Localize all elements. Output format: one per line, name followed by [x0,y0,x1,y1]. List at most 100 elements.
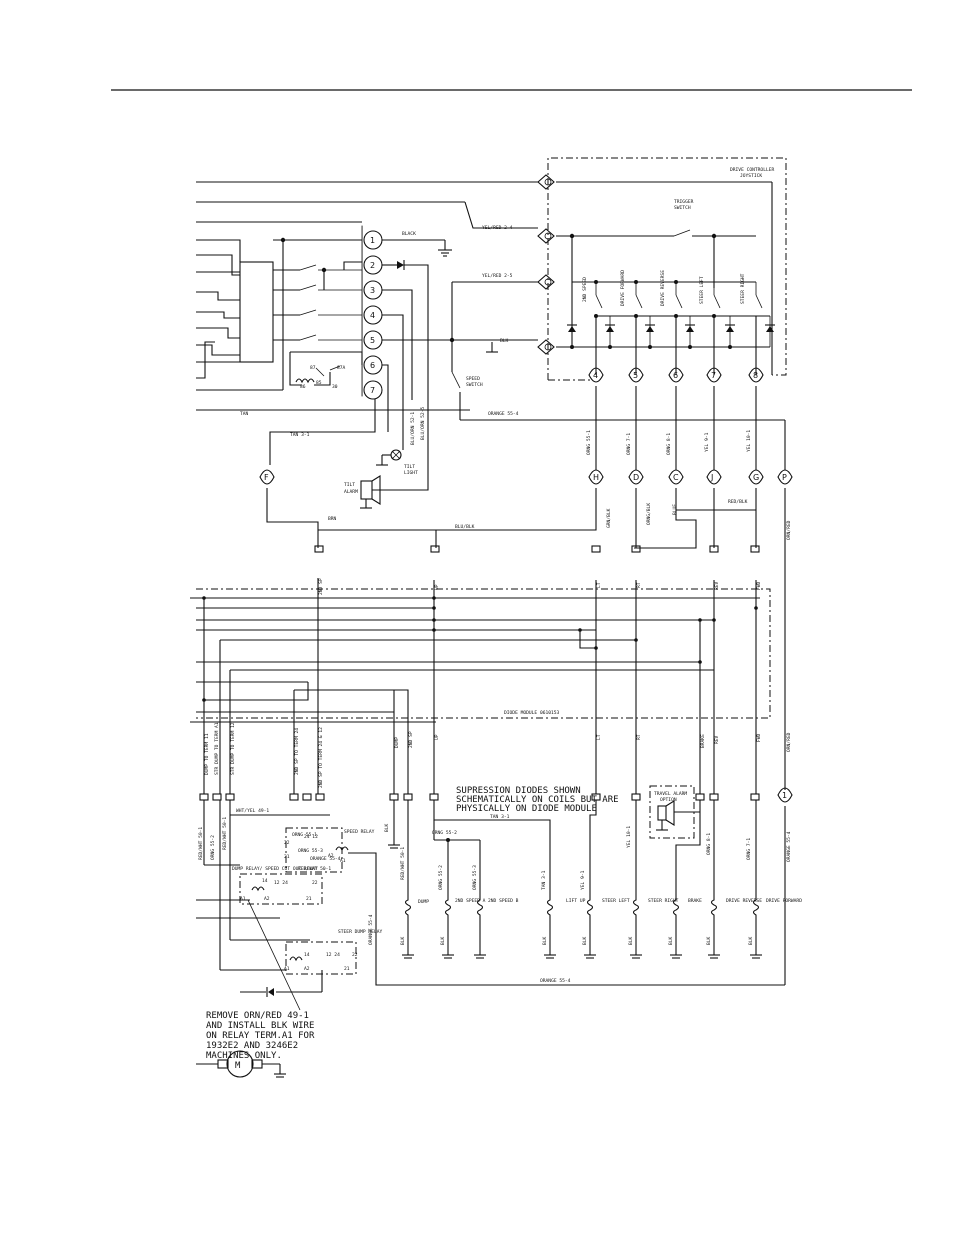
svg-text:7: 7 [711,371,716,380]
svg-text:BLUE: BLUE [672,504,678,515]
svg-text:LT: LT [596,734,602,740]
svg-text:3: 3 [370,286,375,295]
tilt-control-box: 87 87A 85 86 30 [239,237,363,390]
svg-text:WHT/YEL 49-1: WHT/YEL 49-1 [236,808,269,814]
svg-text:YEL/RED 2-5: YEL/RED 2-5 [482,273,513,279]
plug-8 [537,174,555,190]
svg-text:A2: A2 [264,896,270,902]
coil-2nd-speed-a: 2ND SPEED A [444,895,486,930]
connector-G: G [748,469,764,485]
svg-text:JOYSTICK: JOYSTICK [740,173,762,179]
svg-text:BLK: BLK [400,936,406,945]
svg-text:ORNG 55-1: ORNG 55-1 [292,832,317,838]
svg-text:FWD: FWD [756,581,762,590]
svg-text:TAN 3-1: TAN 3-1 [490,814,510,820]
svg-text:21: 21 [306,896,312,902]
svg-text:RED/WHT 50-1: RED/WHT 50-1 [400,847,406,880]
tilt-light: TILT LIGHT [376,440,418,476]
travel-alarm-option: TRAVEL ALARM OPTION [649,785,700,839]
terminal-5: 5 [363,330,383,350]
module-drops [203,728,757,794]
svg-text:A1: A1 [240,896,246,902]
svg-text:5: 5 [633,371,638,380]
svg-text:PHYSICALLY ON DIODE MODULE: PHYSICALLY ON DIODE MODULE [456,804,597,814]
svg-text:D: D [633,473,639,482]
svg-text:SPEED RELAY: SPEED RELAY [344,829,375,835]
connector-F: F [259,469,275,485]
svg-text:GRN/BLK: GRN/BLK [606,508,612,528]
svg-text:DRIVE CONTROLLER: DRIVE CONTROLLER [730,167,774,173]
joystick-pin-7: 7 [706,367,722,383]
svg-text:2ND SP: 2ND SP [408,731,414,748]
svg-text:YEL 10-1: YEL 10-1 [626,826,632,848]
joystick-pin-4: 4 [588,367,604,383]
diode-module: DIODE MODULE 0610153 2ND SP UP LT RT REV… [190,578,792,788]
svg-text:ORANGE 55-4: ORANGE 55-4 [540,978,571,984]
svg-text:22: 22 [284,840,290,846]
svg-text:2ND SP TO TERM 24 & 12: 2ND SP TO TERM 24 & 12 [318,727,324,788]
relay-area: WHT/YEL 49-1 RED/WHT 50-1 ORNG 55-2 RED/… [196,800,785,997]
svg-text:BLK: BLK [384,823,390,832]
connector-P: P [777,469,793,485]
svg-text:BRAKE: BRAKE [688,898,702,904]
svg-text:DRIVE FORWARD: DRIVE FORWARD [620,270,626,306]
svg-text:ORNG 7-1: ORNG 7-1 [626,433,632,455]
note-leader [247,899,301,1011]
plug-2 [537,228,555,244]
svg-text:A2: A2 [304,966,310,972]
coil-section: BLK RED/WHT 50-1 TAN 3-1 ORNG 55-2 ORNG … [384,800,802,959]
svg-text:SPEED: SPEED [466,376,480,382]
motor-symbol: M [196,1050,286,1078]
svg-text:5: 5 [370,336,375,345]
connector-H: H [588,469,604,485]
svg-text:STR DUMP TO TERM 12: STR DUMP TO TERM 12 [230,722,236,775]
svg-text:DRIVE REVERSE: DRIVE REVERSE [726,898,762,904]
svg-text:22: 22 [312,880,318,886]
svg-text:12 24: 12 24 [326,952,340,958]
svg-text:A2: A2 [328,853,334,859]
svg-text:TRAVEL ALARM: TRAVEL ALARM [654,791,687,797]
svg-text:BLK: BLK [582,936,588,945]
coil-steer-right: STEER RIGHT [632,895,679,930]
svg-text:21: 21 [284,854,290,860]
svg-text:ORNG 8-1: ORNG 8-1 [666,433,672,455]
svg-text:YEL 9-1: YEL 9-1 [704,432,710,452]
terminal-strip: 1 2 3 4 5 6 7 [361,225,383,400]
svg-text:MACHINES ONLY.: MACHINES ONLY. [206,1051,282,1061]
svg-text:DIODE MODULE 0610153: DIODE MODULE 0610153 [504,710,560,716]
joystick-pin-6: 6 [668,367,684,383]
svg-text:F: F [264,473,269,482]
svg-text:14: 14 [262,878,268,884]
svg-text:BLK: BLK [706,936,712,945]
svg-text:STEER RIGHT: STEER RIGHT [740,273,746,304]
svg-text:DUMP RELAY/ SPEED CUT OUT RELA: DUMP RELAY/ SPEED CUT OUT RELAY [232,866,318,872]
connector-1: 1 ORANGE 55-4 [777,787,793,985]
svg-text:SWITCH: SWITCH [466,382,483,388]
joystick-diodes [567,324,775,332]
svg-text:4: 4 [370,311,375,320]
svg-text:85: 85 [316,380,322,386]
svg-text:4: 4 [593,371,598,380]
svg-text:OPTION: OPTION [660,797,677,803]
svg-text:ORNG 55-2: ORNG 55-2 [210,835,216,860]
svg-text:DUMP: DUMP [394,737,400,748]
terminal-7: 7 [363,380,383,400]
svg-text:REMOVE ORN/RED 49-1: REMOVE ORN/RED 49-1 [206,1011,309,1021]
terminal-4: 4 [363,305,383,325]
speed-switch: SPEED SWITCH ORANGE 55-4 BLK YEL/RED 2-4… [451,225,785,421]
svg-text:ORNG 55-1: ORNG 55-1 [586,430,592,455]
svg-text:RT: RT [636,582,642,588]
coil-dump: DUMP [404,895,429,930]
coil-2nd-speed-b: 2ND SPEED B [476,895,519,930]
svg-text:1: 1 [370,236,375,245]
svg-text:BLU/BLK: BLU/BLK [455,524,475,530]
coil-steer-left: STEER LEFT [586,895,630,930]
svg-text:STEER LEFT: STEER LEFT [699,276,705,304]
svg-text:SUPRESSION DIODES SHOWN: SUPRESSION DIODES SHOWN [456,786,581,796]
svg-text:2ND SPEED B: 2ND SPEED B [488,898,519,904]
svg-text:2ND SP: 2ND SP [318,578,324,595]
svg-text:BLK: BLK [440,936,446,945]
svg-text:STEER RIGHT: STEER RIGHT [648,898,679,904]
svg-text:BLACK: BLACK [402,231,416,237]
